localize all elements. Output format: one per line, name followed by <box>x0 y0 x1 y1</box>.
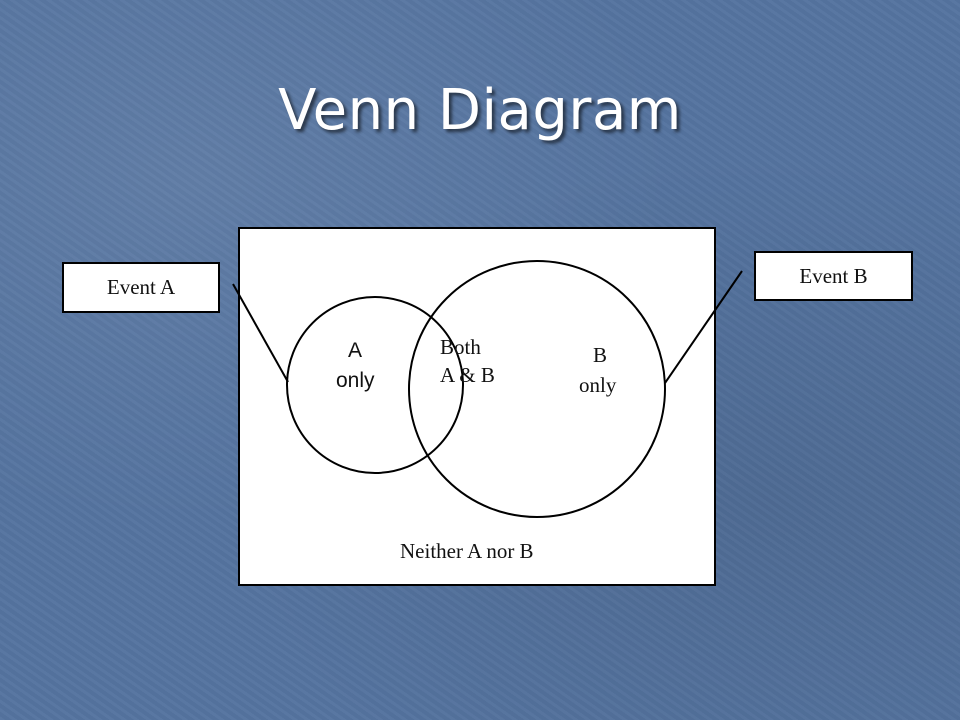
event-b-callout: Event B <box>754 251 913 301</box>
connector-line-b <box>664 270 743 384</box>
event-a-callout: Event A <box>62 262 220 313</box>
both-label-line2: A & B <box>440 363 495 387</box>
circle-b <box>408 260 666 518</box>
both-label-line1: Both <box>440 335 481 359</box>
event-a-label: Event A <box>106 275 176 299</box>
connector-line-a <box>232 283 289 383</box>
b-only-label-line1: B <box>593 343 608 367</box>
b-only-label-line2: only <box>579 373 617 397</box>
neither-label: Neither A nor B <box>400 539 534 563</box>
event-b-label: Event B <box>799 263 868 288</box>
slide-title: Venn Diagram <box>278 78 682 143</box>
a-only-label-line2: only <box>336 369 375 392</box>
circle-a <box>286 296 464 474</box>
a-only-label-line1: A <box>348 339 363 362</box>
universal-set-box <box>238 227 716 586</box>
